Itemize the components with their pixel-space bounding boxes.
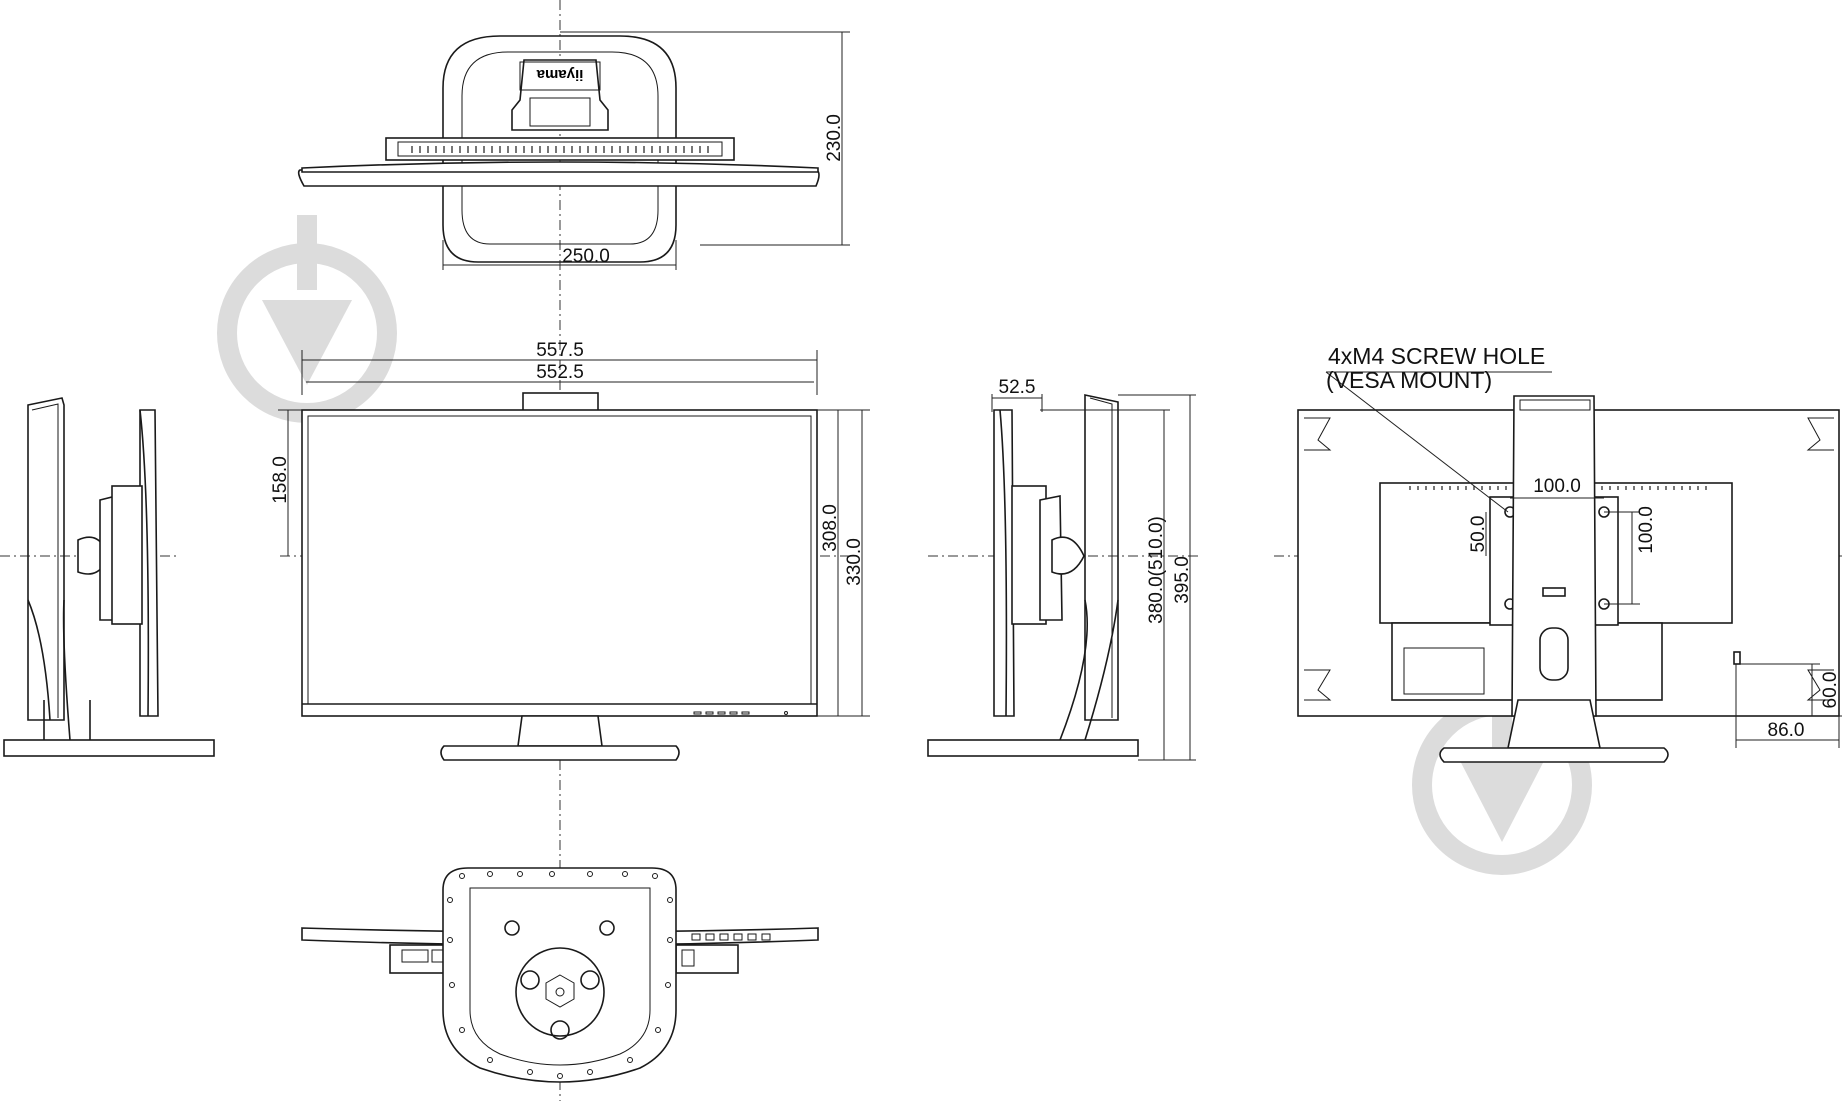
base-dot — [487, 1057, 493, 1063]
base-dot — [667, 937, 673, 943]
bottom-button — [733, 933, 743, 941]
base-dot — [587, 1069, 593, 1075]
front-button — [741, 711, 750, 715]
base-dot — [665, 982, 671, 988]
base-dot — [549, 871, 555, 877]
base-dot — [655, 1027, 661, 1033]
right-side-view: 52.5 380.0(510.0) 395.0 — [927, 377, 1196, 761]
dim-panel-height: 308.0 — [820, 504, 841, 552]
base-dot — [517, 871, 523, 877]
front-buttons — [693, 711, 788, 715]
base-dot — [587, 871, 593, 877]
dim-lock-height: 60.0 — [1820, 672, 1841, 709]
base-dot — [487, 871, 493, 877]
bottom-button — [747, 933, 757, 941]
base-dot — [652, 873, 658, 879]
base-dot — [449, 982, 455, 988]
dim-bezel-center: 158.0 — [270, 456, 291, 504]
base-dot — [447, 937, 453, 943]
front-view: 557.5 552.5 158.0 308.0 330.0 — [270, 340, 870, 761]
dim-overall-width: 557.5 — [536, 340, 584, 361]
watermark-left-icon — [217, 215, 397, 423]
base-dot — [447, 897, 453, 903]
dim-total-height: 395.0 — [1172, 556, 1193, 604]
label-vesa-mount: (VESA MOUNT) — [1326, 367, 1492, 393]
base-dot — [622, 871, 628, 877]
dim-display-height: 330.0 — [844, 538, 865, 586]
base-dot — [667, 897, 673, 903]
bottom-view — [301, 867, 819, 1083]
front-button — [705, 711, 714, 715]
base-dots — [447, 871, 673, 1079]
bottom-buttons — [691, 933, 771, 941]
left-side-view — [3, 397, 215, 757]
bottom-button — [691, 933, 701, 941]
bottom-button — [719, 933, 729, 941]
dim-lock-offset: 86.0 — [1768, 720, 1805, 741]
dim-height-range: 380.0(510.0) — [1146, 516, 1167, 624]
front-button — [729, 711, 738, 715]
dim-vesa-horizontal: 100.0 — [1533, 476, 1581, 497]
top-view: iiyama 230.0 250.0 — [297, 31, 850, 270]
top-vents — [411, 146, 709, 153]
base-dot — [459, 1027, 465, 1033]
base-dot — [459, 873, 465, 879]
dim-vesa-vertical: 100.0 — [1636, 506, 1657, 554]
base-dot — [527, 1069, 533, 1075]
dim-side-offset: 52.5 — [999, 377, 1036, 398]
front-button — [693, 711, 702, 715]
base-dot — [557, 1073, 563, 1079]
dim-top-base-width: 250.0 — [562, 246, 610, 267]
bottom-button — [705, 933, 715, 941]
dim-top-depth: 230.0 — [824, 114, 845, 162]
power-led — [784, 711, 788, 715]
bottom-button — [761, 933, 771, 941]
front-button — [717, 711, 726, 715]
back-view: 4xM4 SCREW HOLE (VESA MOUNT) 100.0 50.0 … — [1297, 343, 1842, 763]
label-screw-hole: 4xM4 SCREW HOLE — [1328, 343, 1545, 369]
base-dot — [627, 1057, 633, 1063]
brand-logo: iiyama — [536, 66, 583, 83]
dim-vesa-vertical-small: 50.0 — [1468, 516, 1489, 553]
dim-panel-width: 552.5 — [536, 362, 584, 383]
